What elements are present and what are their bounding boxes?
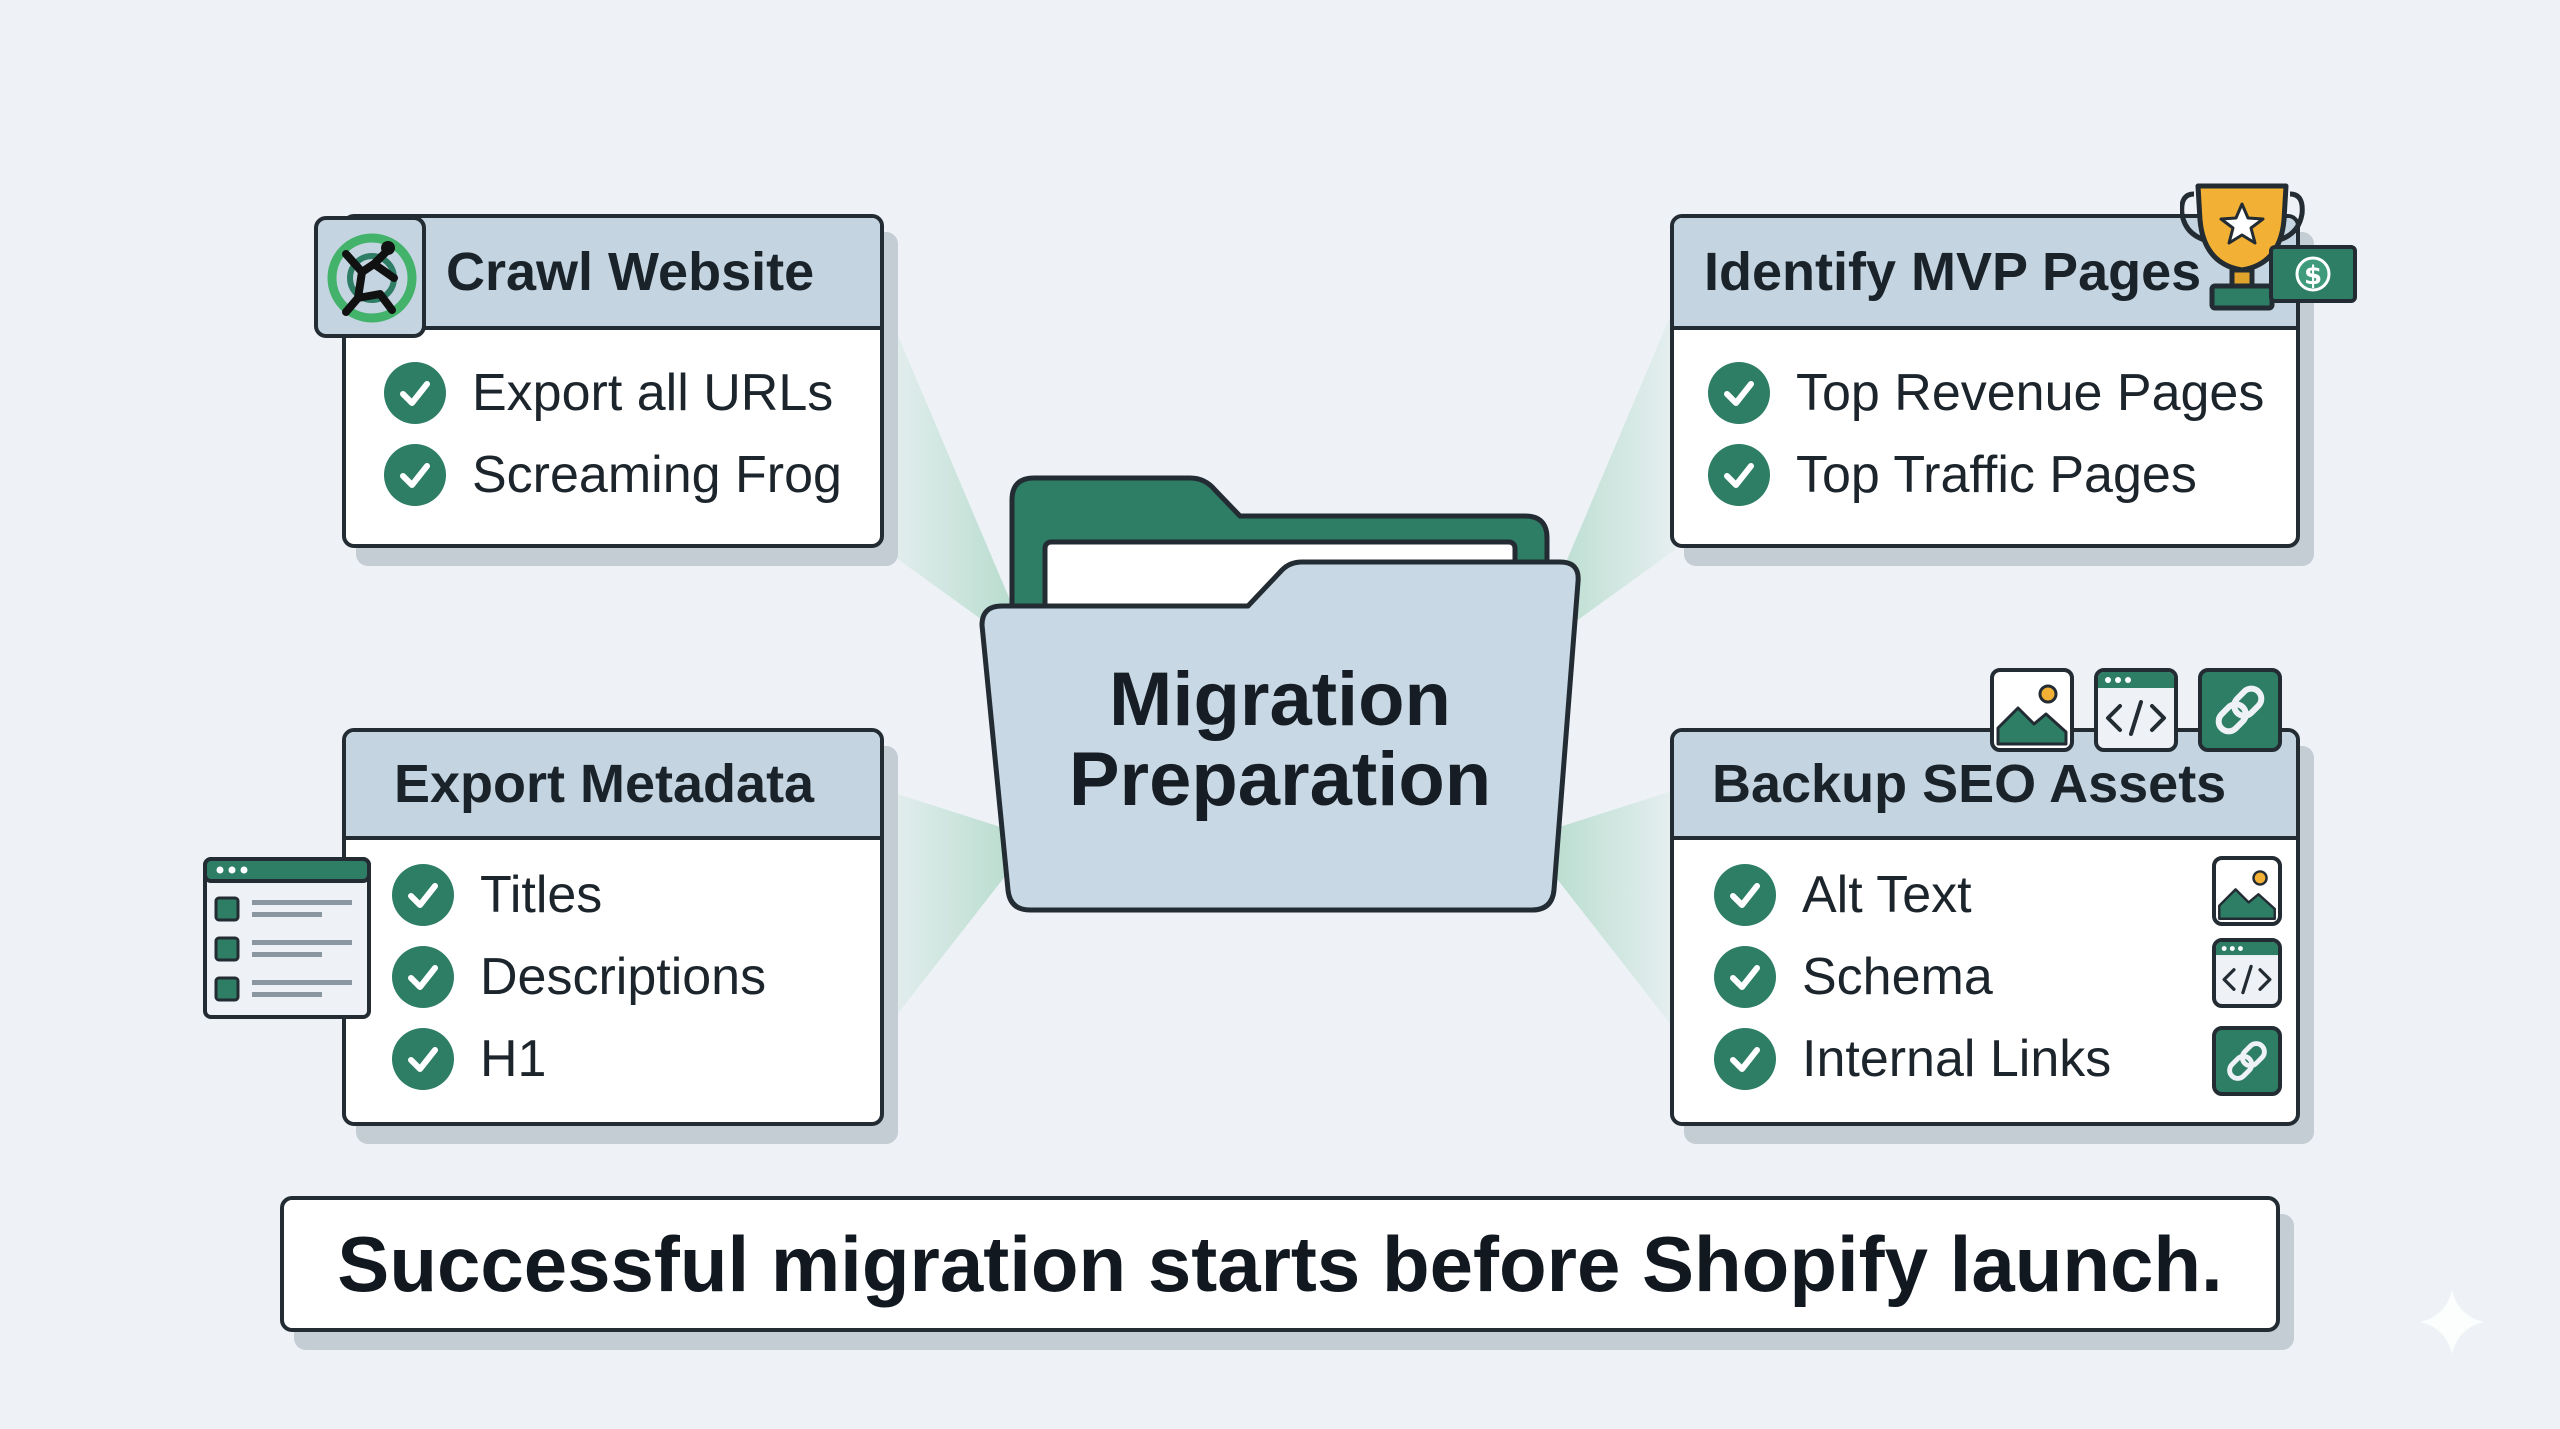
money-icon: $ [2269, 245, 2357, 303]
check-icon [384, 444, 446, 506]
center-title-line2: Preparation [1068, 737, 1492, 822]
code-icon [2094, 668, 2178, 752]
card-backup-seo-assets: Backup SEO Assets Alt Text Schema Intern… [1670, 728, 2300, 1126]
item-label: Top Revenue Pages [1796, 364, 2265, 422]
list-item: Schema [1714, 936, 2296, 1018]
check-icon [1714, 946, 1776, 1008]
list-item: Screaming Frog [384, 434, 880, 516]
card-crawl-website: Crawl Website Export all URLs Screaming … [342, 214, 884, 548]
list-item: Titles [392, 854, 880, 936]
card-identify-mvp-pages: Identify MVP Pages Top Revenue Pages Top… [1670, 214, 2300, 548]
list-item: Alt Text [1714, 854, 2296, 936]
check-icon [392, 864, 454, 926]
metadata-list-icon [203, 857, 371, 1019]
list-item: Export all URLs [384, 352, 880, 434]
code-icon [2212, 938, 2282, 1008]
card-header: Backup SEO Assets [1674, 732, 2296, 840]
image-icon [1990, 668, 2074, 752]
item-label: Titles [480, 866, 603, 924]
check-icon [384, 362, 446, 424]
check-icon [1708, 444, 1770, 506]
item-label: Alt Text [1802, 866, 1972, 924]
check-icon [1714, 864, 1776, 926]
link-icon [2212, 1026, 2282, 1096]
item-label: Schema [1802, 948, 1993, 1006]
check-icon [392, 946, 454, 1008]
footer-banner: Successful migration starts before Shopi… [280, 1196, 2280, 1332]
card-header: Export Metadata [346, 732, 880, 840]
folder-icon [979, 475, 1581, 913]
card-header: Crawl Website [346, 218, 880, 330]
item-label: Screaming Frog [472, 446, 842, 504]
checklist: Export all URLs Screaming Frog [346, 330, 880, 516]
image-icon [2212, 856, 2282, 926]
list-item: Top Revenue Pages [1708, 352, 2296, 434]
item-label: Top Traffic Pages [1796, 446, 2197, 504]
check-icon [1714, 1028, 1776, 1090]
check-icon [1708, 362, 1770, 424]
list-item: H1 [392, 1018, 880, 1100]
center-title-line1: Migration [1109, 657, 1451, 742]
checklist: Titles Descriptions H1 [346, 840, 880, 1100]
connector-crawl [885, 305, 1010, 640]
check-icon [392, 1028, 454, 1090]
center-title: Migration Preparation [1000, 660, 1560, 820]
list-item: Descriptions [392, 936, 880, 1018]
card-export-metadata: Export Metadata Titles Descriptions H1 [342, 728, 884, 1126]
svg-text:$: $ [2304, 261, 2322, 291]
card-header: Identify MVP Pages [1674, 218, 2296, 330]
connector-backup [1550, 790, 1675, 1030]
checklist: Alt Text Schema Internal Links [1674, 840, 2296, 1100]
card-title: Crawl Website [446, 242, 815, 302]
connector-mvp [1550, 305, 1675, 640]
screaming-frog-logo-icon [314, 216, 426, 338]
list-item: Top Traffic Pages [1708, 434, 2296, 516]
link-icon [2198, 668, 2282, 752]
footer-text: Successful migration starts before Shopi… [337, 1219, 2223, 1308]
item-label: Descriptions [480, 948, 767, 1006]
card-title: Backup SEO Assets [1712, 754, 2227, 814]
item-label: H1 [480, 1030, 547, 1088]
checklist: Top Revenue Pages Top Traffic Pages [1674, 330, 2296, 516]
item-label: Internal Links [1802, 1030, 2112, 1088]
sparkle-icon [2420, 1290, 2484, 1354]
connector-metadata [885, 790, 1010, 1030]
card-title: Identify MVP Pages [1704, 242, 2202, 302]
card-title: Export Metadata [394, 754, 815, 814]
trophy-icon [2180, 183, 2305, 311]
item-label: Export all URLs [472, 364, 834, 422]
list-item: Internal Links [1714, 1018, 2296, 1100]
